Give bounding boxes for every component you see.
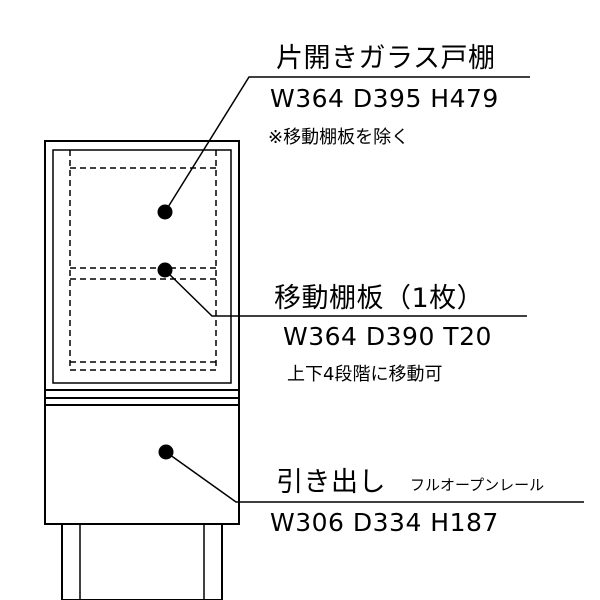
door-leader-line	[164, 76, 530, 213]
drawer-title: 引き出し	[276, 467, 386, 498]
cabinet-base	[61, 523, 223, 600]
drawer-leader-line	[165, 451, 584, 503]
shelf-note: 上下4段階に移動可	[287, 364, 443, 385]
shelf-dimensions: W364 D390 T20	[283, 322, 492, 351]
door-dimensions: W364 D395 H479	[270, 84, 499, 113]
drawer-subtitle: フルオープンレール	[410, 476, 545, 494]
shelf-leader-line	[164, 269, 527, 317]
glass-door-frame	[44, 140, 240, 391]
drawer-front	[44, 404, 240, 525]
glass-door-opening	[52, 149, 232, 384]
shelf-title: 移動棚板（1枚）	[274, 283, 485, 314]
cabinet-outline	[44, 140, 240, 525]
cabinet-plinth	[79, 523, 205, 600]
door-title: 片開きガラス戸棚	[276, 43, 496, 74]
door-note: ※移動棚板を除く	[268, 127, 410, 148]
drawer-dimensions: W306 D334 H187	[270, 508, 499, 537]
